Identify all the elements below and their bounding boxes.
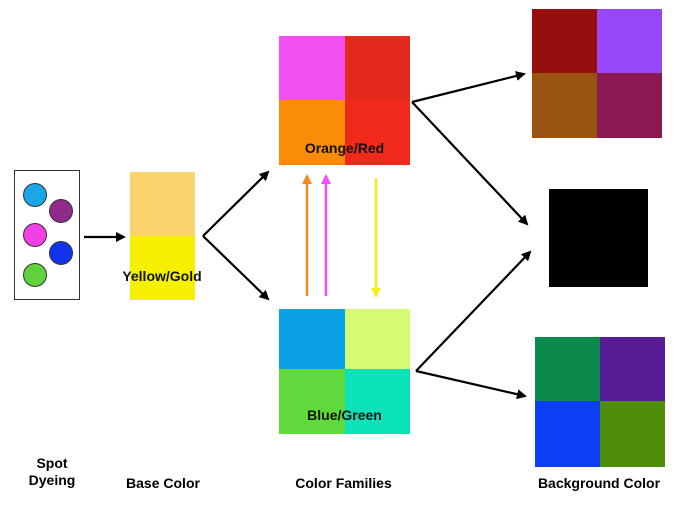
spot-dyeing-label-line1: Spot [36,455,68,471]
blue-green-swatch-3 [279,369,345,434]
yellow-gold-top-swatch [130,172,195,236]
green-dot [23,263,47,287]
background-color-label: Background Color [537,475,661,491]
bg-green-swatch-1 [535,337,600,401]
blue-green-swatch-2 [345,309,410,369]
blue-dot [49,241,73,265]
spot-dyeing-label-line2: Dyeing [28,472,76,488]
bg-red-swatch-1 [532,9,597,73]
cyan-dot [23,183,47,207]
orange-red-swatch-1 [279,36,345,100]
color-families-label: Color Families [295,475,392,491]
bg-red-swatch-2 [597,9,662,73]
arrow-base-to-orange-red [202,170,270,237]
orange-red-label: Orange/Red [304,140,385,156]
bg-red-swatch-4 [597,73,662,138]
magenta-dot [23,223,47,247]
bg-black-swatch [549,189,648,287]
bg-red-swatch-3 [532,73,597,138]
arrow-orange-red-to-bg-black [411,101,529,226]
blue-green-swatch-1 [279,309,345,369]
arrow-orange-red-to-bg-red [411,71,526,104]
spot-dyeing-panel [14,170,80,300]
purple-dot [49,199,73,223]
yellow-gold-bottom-swatch [130,236,195,300]
base-color-label: Base Color [126,475,200,491]
bg-green-swatch-3 [535,401,600,467]
blue-green-swatch-4 [345,369,410,434]
yellow-gold-label: Yellow/Gold [122,268,202,284]
orange-red-swatch-2 [345,36,410,100]
bg-green-swatch-2 [600,337,665,401]
orange-red-swatch-4 [345,100,410,165]
blue-green-label: Blue/Green [307,407,382,423]
arrow-base-to-blue-green [202,235,270,301]
orange-red-swatch-3 [279,100,345,165]
arrow-blue-green-to-bg-black [415,250,532,372]
bg-green-swatch-4 [600,401,665,467]
spot-dyeing-label: Spot Dyeing [12,455,92,489]
arrow-blue-green-to-bg-green [415,369,527,400]
